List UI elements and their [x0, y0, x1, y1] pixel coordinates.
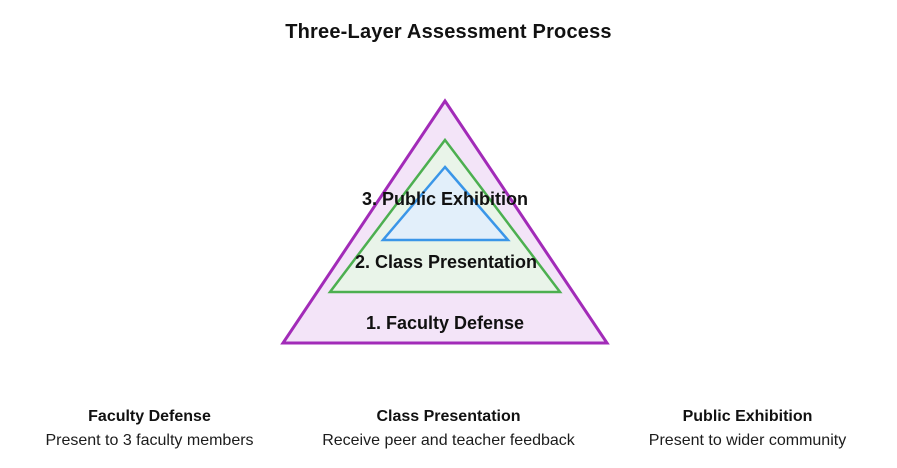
- legend-desc-public-exhibition: Present to wider community: [648, 432, 847, 449]
- legend-heading-faculty-defense: Faculty Defense: [88, 408, 211, 425]
- layer-1-label: 1. Faculty Defense: [366, 313, 524, 333]
- legend-heading-public-exhibition: Public Exhibition: [682, 408, 813, 425]
- legend-col-public-exhibition: Public Exhibition Present to wider commu…: [598, 405, 897, 454]
- chart-title: Three-Layer Assessment Process: [285, 21, 612, 43]
- legend-col-class-presentation: Class Presentation Receive peer and teac…: [299, 405, 598, 454]
- layer-2-label: 2. Class Presentation: [355, 252, 537, 272]
- legend-col-faculty-defense: Faculty Defense Present to 3 faculty mem…: [0, 405, 299, 454]
- legend-row: Faculty Defense Present to 3 faculty mem…: [0, 405, 897, 454]
- layer-3-label: 3. Public Exhibition: [362, 189, 528, 209]
- legend-desc-faculty-defense: Present to 3 faculty members: [45, 432, 254, 449]
- legend-heading-class-presentation: Class Presentation: [376, 408, 521, 425]
- legend-desc-class-presentation: Receive peer and teacher feedback: [322, 432, 575, 449]
- layer-3-triangle: [380, 165, 511, 242]
